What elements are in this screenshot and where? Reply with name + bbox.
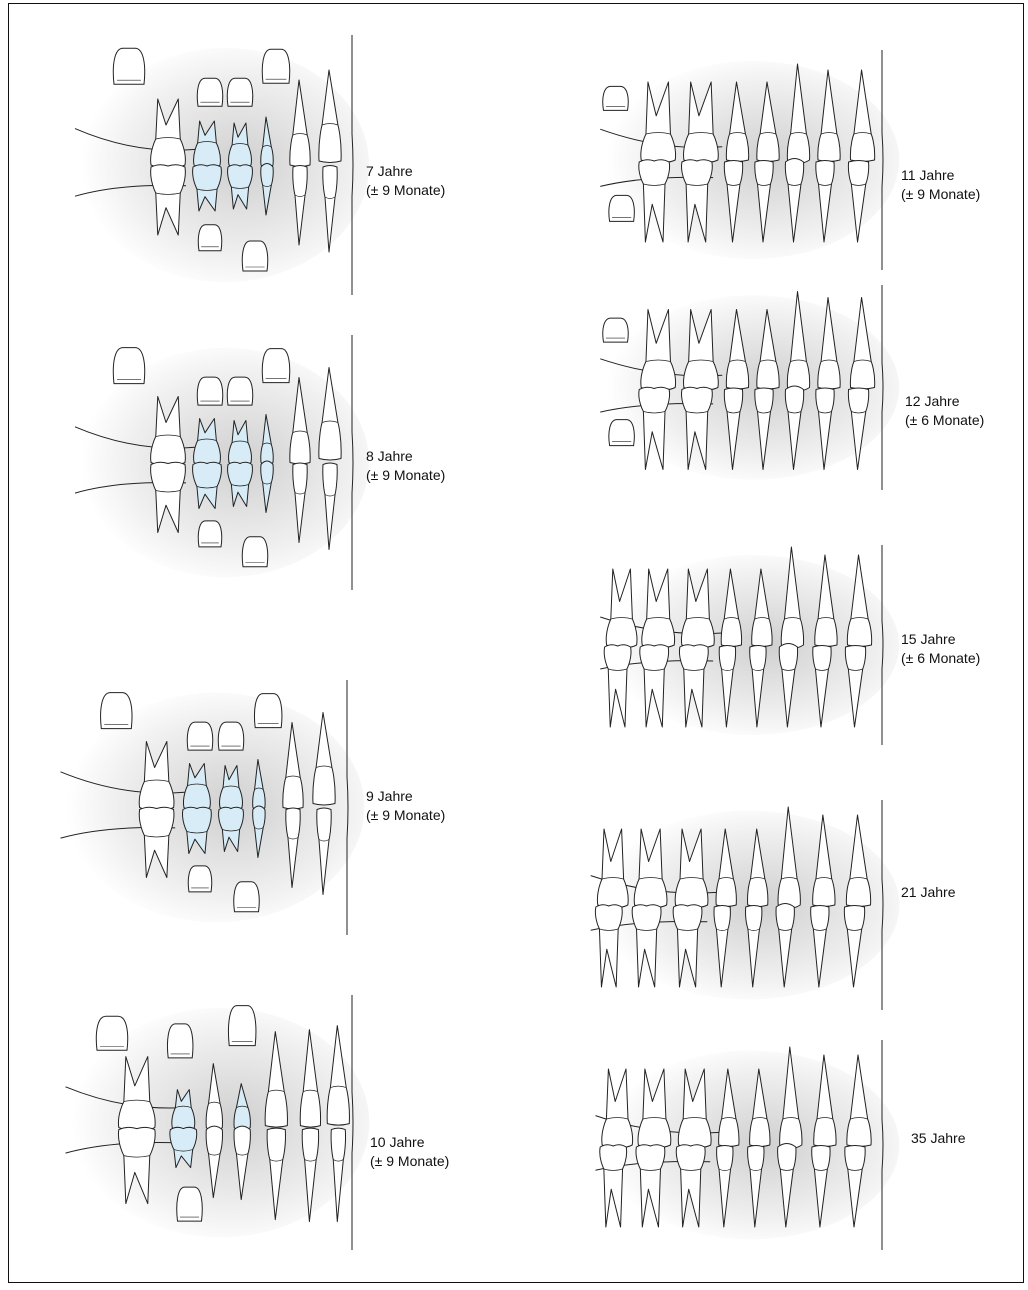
tooth-germ — [167, 1024, 192, 1058]
stage-label-9: 9 Jahre (± 9 Monate) — [366, 787, 445, 825]
tooth-germ — [603, 318, 628, 342]
age-text: 11 Jahre — [901, 166, 980, 185]
dentition-15-years — [585, 545, 890, 745]
age-text: 10 Jahre — [370, 1133, 449, 1152]
tooth-germ — [254, 694, 281, 728]
stage-label-35: 35 Jahre — [911, 1129, 965, 1148]
dentition-8-years — [60, 335, 360, 590]
dentition-11-years — [585, 50, 890, 270]
tooth — [597, 829, 628, 907]
tooth-germ — [603, 86, 628, 110]
stage-label-21: 21 Jahre — [901, 883, 955, 902]
stage-label-11: 11 Jahre (± 9 Monate) — [901, 166, 980, 204]
age-text: 9 Jahre — [366, 787, 445, 806]
tooth — [606, 569, 637, 647]
dentition-drawing — [50, 995, 360, 1250]
tooth-germ — [262, 349, 289, 383]
age-range-text: (± 6 Monate) — [901, 649, 980, 668]
stage-label-8: 8 Jahre (± 9 Monate) — [366, 447, 445, 485]
tooth-germ — [262, 49, 289, 83]
stage-label-12: 12 Jahre (± 6 Monate) — [905, 392, 984, 430]
tooth-germ — [242, 241, 267, 271]
tooth-germ — [228, 1006, 255, 1046]
dentition-drawing — [60, 35, 360, 295]
tooth-germ — [242, 537, 267, 567]
dentition-drawing — [585, 545, 890, 745]
dentition-drawing — [580, 1040, 890, 1250]
stage-label-15: 15 Jahre (± 6 Monate) — [901, 630, 980, 668]
age-range-text: (± 9 Monate) — [366, 466, 445, 485]
age-range-text: (± 9 Monate) — [370, 1152, 449, 1171]
dentition-12-years — [585, 285, 890, 490]
tooth-germ — [113, 348, 144, 384]
dentition-21-years — [575, 800, 890, 1010]
tooth — [602, 1069, 633, 1147]
age-text: 8 Jahre — [366, 447, 445, 466]
dentition-9-years — [45, 680, 355, 935]
dentition-35-years — [580, 1040, 890, 1250]
stage-label-7: 7 Jahre (± 9 Monate) — [366, 162, 445, 200]
age-text: 12 Jahre — [905, 392, 984, 411]
dentition-7-years — [60, 35, 360, 295]
dentition-drawing — [585, 50, 890, 270]
dentition-10-years — [50, 995, 360, 1250]
tooth-germ — [96, 1016, 127, 1050]
tooth-germ — [234, 882, 259, 912]
age-text: 15 Jahre — [901, 630, 980, 649]
tooth-germ — [177, 1187, 202, 1221]
age-range-text: (± 9 Monate) — [366, 806, 445, 825]
age-range-text: (± 9 Monate) — [366, 181, 445, 200]
dentition-drawing — [585, 285, 890, 490]
tooth-germ — [101, 693, 132, 729]
age-range-text: (± 6 Monate) — [905, 411, 984, 430]
age-text: 7 Jahre — [366, 162, 445, 181]
age-text: 21 Jahre — [901, 883, 955, 902]
stage-label-10: 10 Jahre (± 9 Monate) — [370, 1133, 449, 1171]
dentition-drawing — [575, 800, 890, 1010]
age-range-text: (± 9 Monate) — [901, 185, 980, 204]
tooth-germ — [113, 48, 144, 84]
age-text: 35 Jahre — [911, 1129, 965, 1148]
dentition-drawing — [45, 680, 355, 935]
dentition-drawing — [60, 335, 360, 590]
